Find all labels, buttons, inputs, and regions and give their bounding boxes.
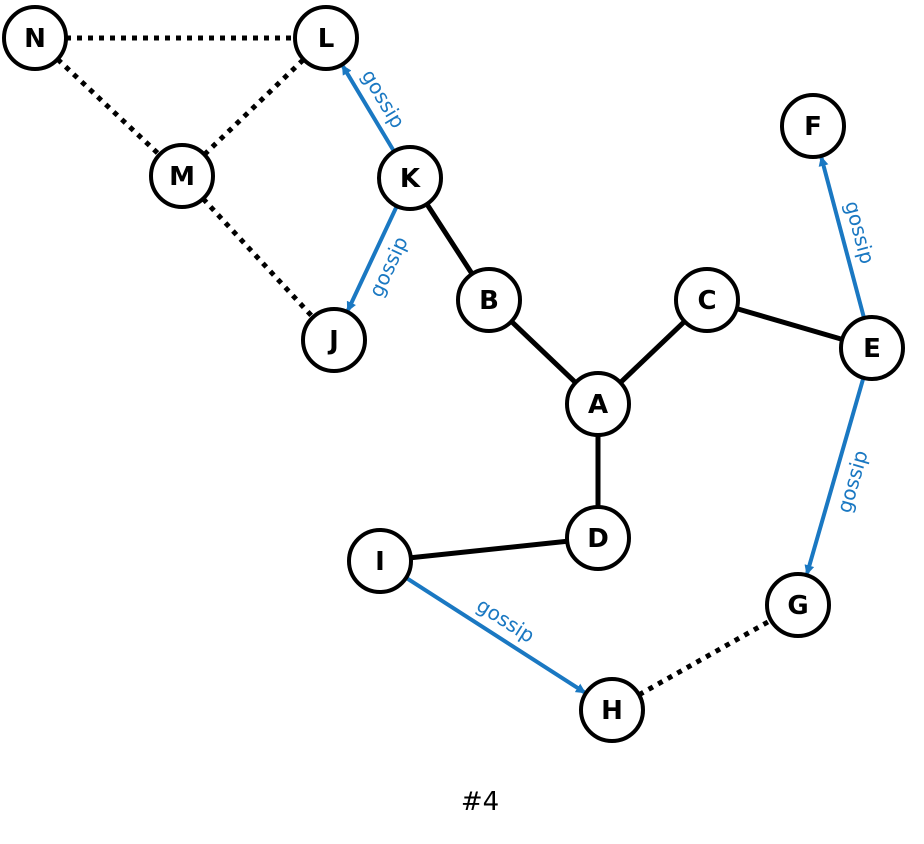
node-m: M: [149, 143, 215, 209]
node-k: K: [377, 145, 443, 211]
gossip-arrow-e-g: [804, 375, 866, 576]
gossip-label-e-g: gossip: [832, 447, 873, 515]
gossip-arrow-i-h: [403, 574, 586, 694]
node-n: N: [2, 5, 68, 71]
node-i: I: [347, 528, 413, 594]
edge-n-m: [55, 57, 162, 157]
node-circle-a: [565, 371, 631, 437]
node-h: H: [579, 677, 645, 743]
node-j: J: [301, 307, 367, 373]
node-label-f: F: [804, 112, 822, 142]
node-c: C: [674, 267, 740, 333]
edge-d-i: [410, 538, 568, 561]
node-circle-b: [456, 267, 522, 333]
gossip-label-k-j: gossip: [364, 233, 413, 301]
node-circle-c: [674, 267, 740, 333]
node-b: B: [456, 267, 522, 333]
gossip-arrow-k-j: [346, 203, 400, 312]
edge-k-b: [424, 202, 475, 276]
nodes-layer: A B C D E F G H I J K L M N: [2, 5, 905, 743]
node-label-c: C: [697, 286, 716, 316]
node-circle-n: [2, 5, 68, 71]
node-circle-g: [765, 572, 831, 638]
node-a: A: [565, 371, 631, 437]
node-label-i: I: [375, 547, 385, 577]
node-label-b: B: [479, 286, 499, 316]
node-circle-d: [565, 505, 631, 571]
node-label-h: H: [601, 696, 623, 726]
node-circle-j: [301, 307, 367, 373]
node-d: D: [565, 505, 631, 571]
diagram-caption: #4: [461, 787, 499, 817]
node-label-n: N: [24, 24, 46, 54]
node-f: F: [780, 93, 846, 159]
node-label-l: L: [318, 24, 335, 54]
node-circle-e: [839, 315, 905, 381]
node-circle-h: [579, 677, 645, 743]
gossip-arrow-e-f: [818, 155, 867, 321]
edge-h-g: [637, 618, 773, 697]
node-circle-m: [149, 143, 215, 209]
edge-b-a: [509, 319, 578, 385]
node-label-k: K: [400, 164, 421, 194]
node-label-j: J: [327, 326, 339, 356]
edge-a-c: [618, 319, 687, 385]
edge-m-j: [201, 197, 315, 319]
node-circle-l: [293, 5, 359, 71]
node-circle-k: [377, 145, 443, 211]
edge-m-l: [202, 57, 306, 157]
node-label-e: E: [863, 334, 881, 364]
node-label-m: M: [169, 162, 195, 192]
gossip-arrow-k-l: [341, 64, 397, 155]
edge-c-e: [736, 306, 843, 342]
node-label-a: A: [588, 390, 608, 420]
node-label-d: D: [587, 524, 609, 554]
node-g: G: [765, 572, 831, 638]
edges-layer: [55, 35, 843, 697]
node-circle-f: [780, 93, 846, 159]
node-circle-i: [347, 528, 413, 594]
node-l: L: [293, 5, 359, 71]
node-label-g: G: [787, 591, 808, 621]
node-e: E: [839, 315, 905, 381]
